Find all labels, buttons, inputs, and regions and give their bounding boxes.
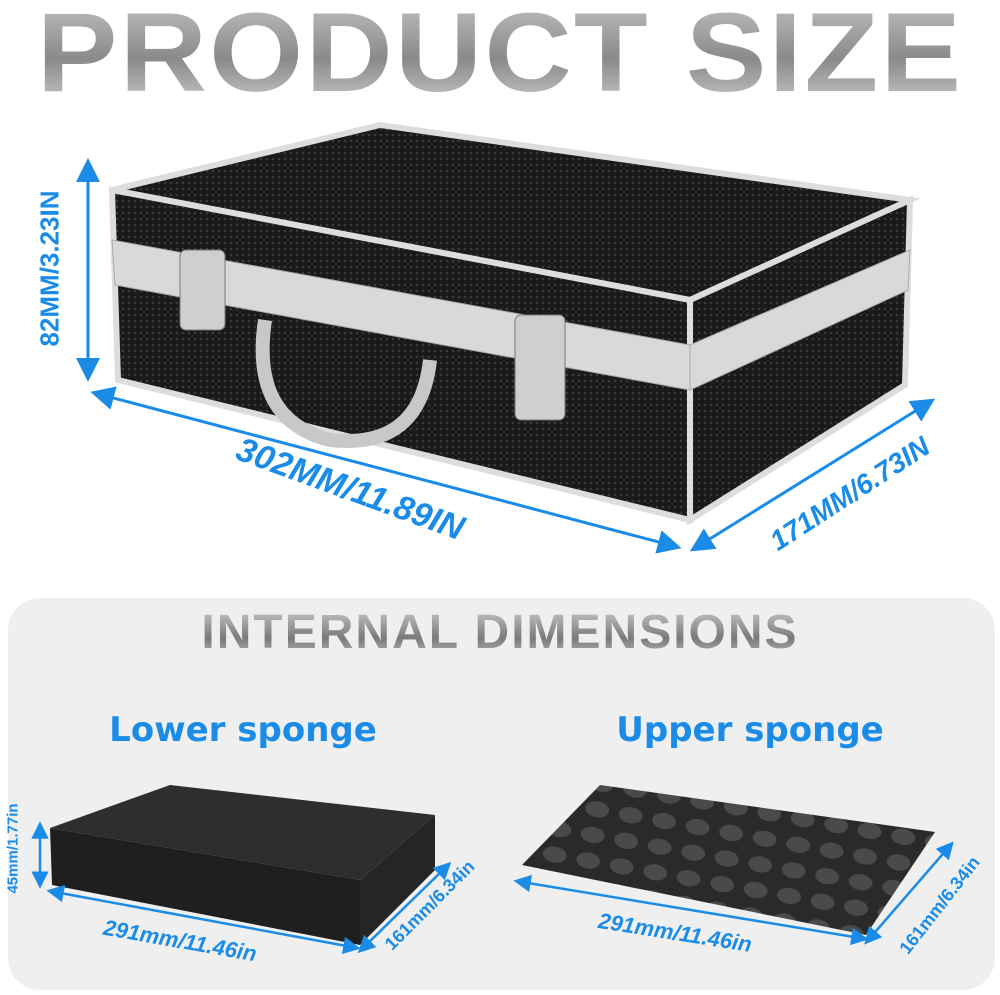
internal-dimensions-heading: INTERNAL DIMENSIONS bbox=[0, 605, 1000, 660]
upper-sponge-label: Upper sponge bbox=[616, 710, 884, 750]
upper-width-arrow bbox=[864, 841, 954, 945]
upper-length-arrow bbox=[513, 874, 869, 946]
lower-height-label: 45mm/1.77in bbox=[4, 803, 22, 894]
width-arrow bbox=[689, 398, 936, 552]
page-title: PRODUCT SIZE bbox=[0, 0, 1000, 117]
case-illustration bbox=[76, 121, 936, 554]
sponges-illustration bbox=[31, 785, 954, 955]
length-arrow bbox=[90, 386, 682, 554]
lower-sponge-label: Lower sponge bbox=[109, 710, 377, 750]
case-height-label: 82MM/3.23IN bbox=[34, 190, 65, 347]
lower-length-arrow bbox=[46, 884, 361, 955]
lower-width-arrow bbox=[357, 861, 452, 954]
